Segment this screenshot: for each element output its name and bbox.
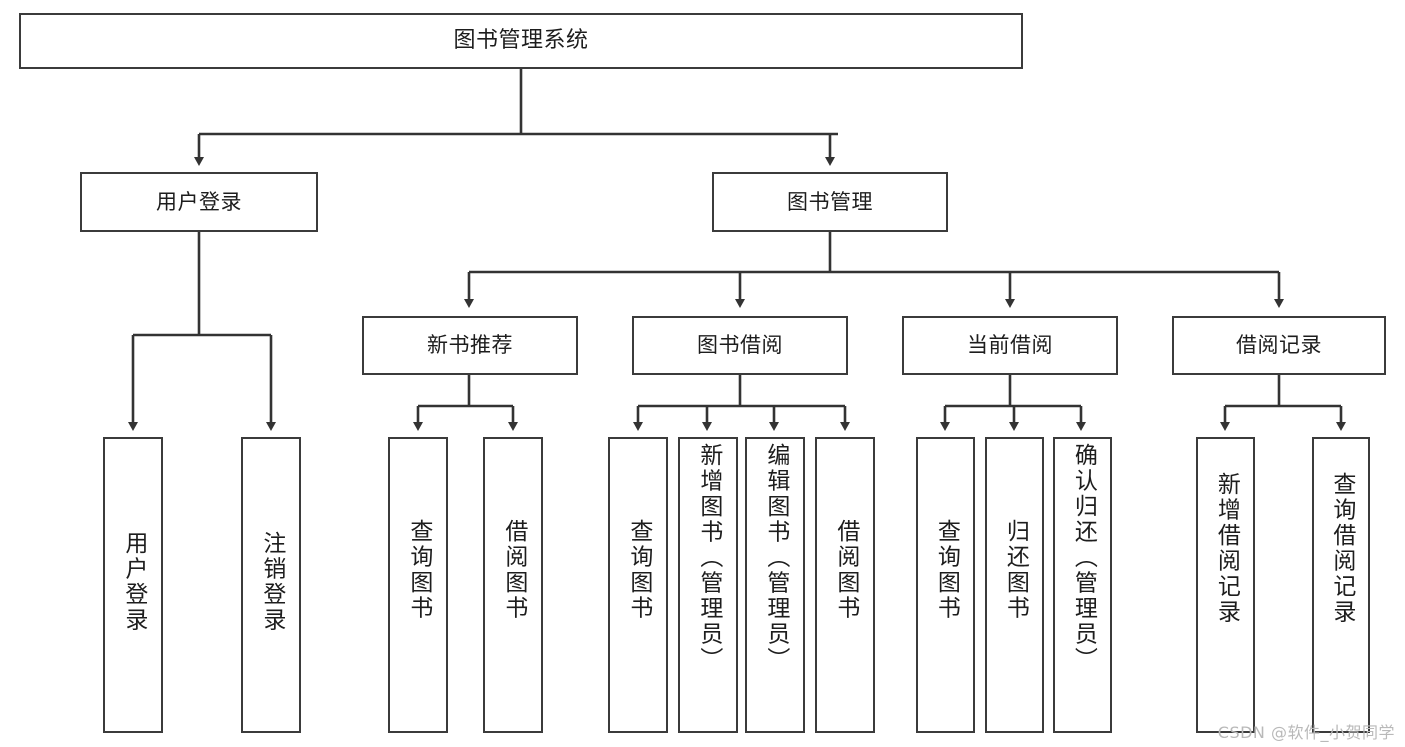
node-leaf-query-book-3-label: 查询图书 xyxy=(933,519,960,621)
node-leaf-add-record-label: 新增借阅记录 xyxy=(1213,472,1240,625)
node-leaf-add-book[interactable]: 新增图书（管理员） xyxy=(678,437,738,733)
node-leaf-return-book-label: 归还图书 xyxy=(1002,519,1029,621)
node-leaf-query-book-2[interactable]: 查询图书 xyxy=(608,437,668,733)
node-leaf-query-record-label: 查询借阅记录 xyxy=(1328,472,1355,625)
node-leaf-borrow-book-1[interactable]: 借阅图书 xyxy=(483,437,543,733)
node-leaf-add-record[interactable]: 新增借阅记录 xyxy=(1196,437,1255,733)
node-leaf-edit-book-label: 编辑图书（管理员） xyxy=(762,443,789,673)
node-user-login-label: 用户登录 xyxy=(156,189,242,214)
node-leaf-query-book-3[interactable]: 查询图书 xyxy=(916,437,975,733)
node-root-system[interactable]: 图书管理系统 xyxy=(19,13,1023,69)
node-borrow-record-label: 借阅记录 xyxy=(1236,333,1322,357)
node-leaf-edit-book[interactable]: 编辑图书（管理员） xyxy=(745,437,805,733)
node-current-borrow-label: 当前借阅 xyxy=(967,333,1053,357)
node-borrow-record[interactable]: 借阅记录 xyxy=(1172,316,1386,375)
node-leaf-query-book-2-label: 查询图书 xyxy=(625,519,652,621)
node-leaf-confirm-return[interactable]: 确认归还（管理员） xyxy=(1053,437,1112,733)
node-user-login[interactable]: 用户登录 xyxy=(80,172,318,232)
node-leaf-query-record[interactable]: 查询借阅记录 xyxy=(1312,437,1370,733)
node-leaf-confirm-return-label: 确认归还（管理员） xyxy=(1070,443,1097,673)
node-leaf-user-login[interactable]: 用户登录 xyxy=(103,437,163,733)
node-book-manage[interactable]: 图书管理 xyxy=(712,172,948,232)
node-leaf-user-logout-label: 注销登录 xyxy=(258,531,285,633)
node-new-book-recommend[interactable]: 新书推荐 xyxy=(362,316,578,375)
node-leaf-query-book-1[interactable]: 查询图书 xyxy=(388,437,448,733)
node-root-system-label: 图书管理系统 xyxy=(453,28,589,53)
node-book-manage-label: 图书管理 xyxy=(787,189,873,214)
node-new-book-recommend-label: 新书推荐 xyxy=(427,333,513,357)
node-book-borrow-label: 图书借阅 xyxy=(697,333,783,357)
node-leaf-user-logout[interactable]: 注销登录 xyxy=(241,437,301,733)
node-book-borrow[interactable]: 图书借阅 xyxy=(632,316,848,375)
node-leaf-query-book-1-label: 查询图书 xyxy=(405,519,432,621)
node-leaf-borrow-book-2[interactable]: 借阅图书 xyxy=(815,437,875,733)
node-leaf-borrow-book-1-label: 借阅图书 xyxy=(500,519,527,621)
node-leaf-borrow-book-2-label: 借阅图书 xyxy=(832,519,859,621)
node-current-borrow[interactable]: 当前借阅 xyxy=(902,316,1118,375)
node-leaf-user-login-label: 用户登录 xyxy=(120,531,147,633)
node-leaf-add-book-label: 新增图书（管理员） xyxy=(695,443,722,673)
node-leaf-return-book[interactable]: 归还图书 xyxy=(985,437,1044,733)
